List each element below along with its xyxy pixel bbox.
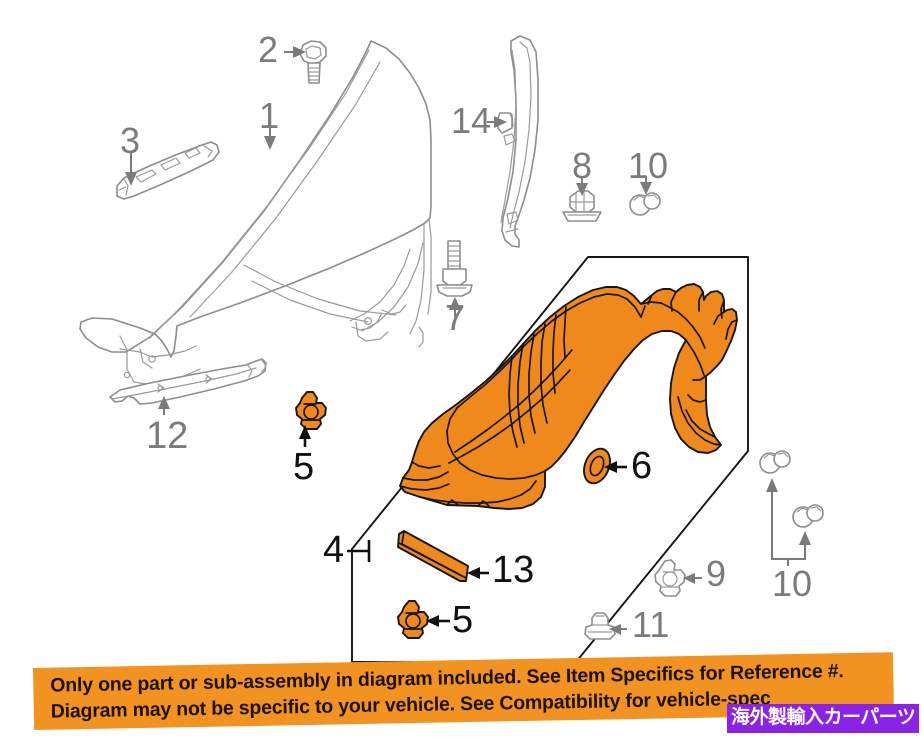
part-fender-bolt [299,40,327,84]
callout-label-5a: 5 [293,446,315,488]
leader-1 [264,110,276,150]
leader-11 [609,624,627,635]
callout-label-13: 13 [492,549,535,591]
leader-13 [467,567,489,579]
part-flange-bolt [436,240,473,297]
leader-6 [604,461,627,473]
part-grommet-fastener-11 [584,612,616,640]
callout-label-12: 12 [146,415,189,457]
leader-5a [299,425,311,447]
leader-4 [347,540,371,562]
part-fender-lower-bracket [109,345,267,405]
callout-label-1: 1 [259,95,280,136]
leader-5b [426,615,450,627]
part-liner-extension-seal [397,530,469,582]
callout-label-9: 9 [706,553,727,594]
leader-10-right [766,478,811,566]
callout-label-14: 14 [451,100,492,141]
japanese-watermark-badge: 海外製輸入カーパーツ [727,704,920,733]
part-fender-upper-bracket [116,141,220,200]
part-round-head-clip-right-lower [792,504,824,528]
callout-label-2: 2 [258,29,279,70]
callout-label-6: 6 [631,445,653,487]
callout-label-4: 4 [323,529,345,571]
leader-12 [158,396,170,415]
callout-label-8: 8 [572,145,593,186]
callout-label-10-right: 10 [772,563,813,604]
part-oval-grommet [583,447,611,485]
callout-label-10-top: 10 [628,145,669,186]
part-push-pin-clip-b [397,600,429,639]
leader-2 [284,46,306,58]
part-round-head-clip-top [629,192,661,216]
callout-label-3: 3 [120,120,141,161]
callout-label-11: 11 [632,604,670,645]
leader-3 [125,151,137,186]
part-round-head-clip-right-upper [759,450,791,474]
part-push-pin-clip-a [295,391,327,430]
leader-7 [449,297,461,318]
callout-label-5b: 5 [452,599,474,641]
part-push-in-fastener-9 [654,559,686,597]
leader-8 [576,177,588,196]
part-fender-rear-support-brace [497,35,539,248]
leader-14 [487,116,507,128]
leader-9 [683,573,702,584]
callout-label-7: 7 [445,297,466,338]
leader-10-top [640,176,652,195]
part-fender-liner-main [399,283,738,510]
part-front-fender-panel [79,40,432,386]
